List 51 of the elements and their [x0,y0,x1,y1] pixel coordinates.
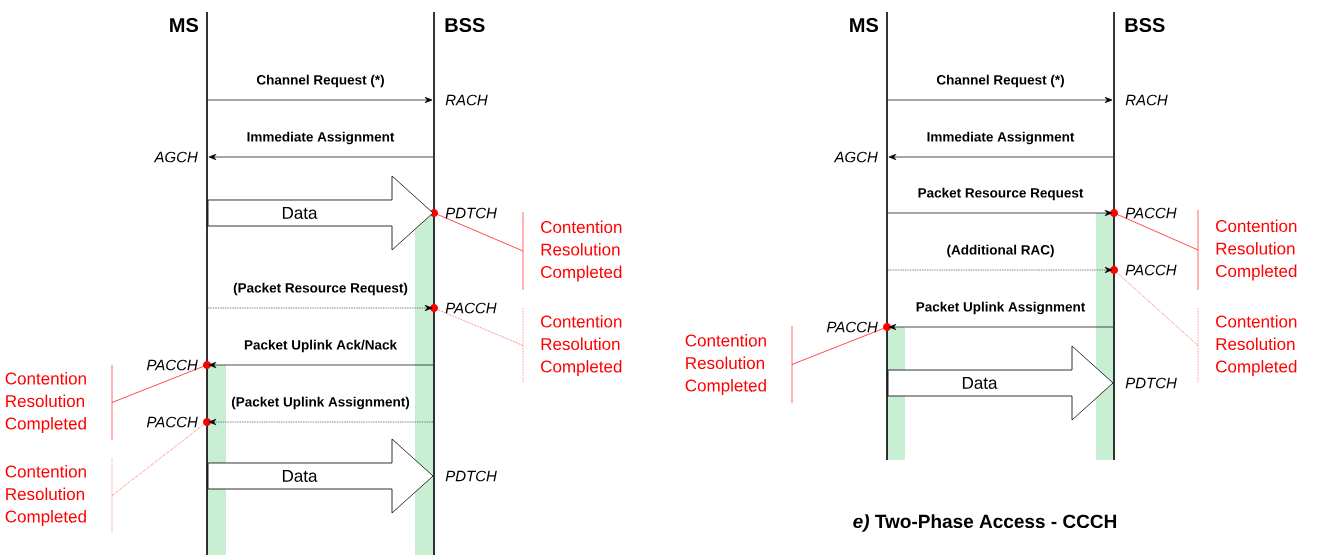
arrow-label: Data [282,470,318,482]
channel-label: PACCH [1125,264,1177,276]
message-label: Packet Resource Request [918,187,1084,201]
channel-label: PACCH [146,359,198,371]
message-arrow [887,266,1113,274]
data-block-arrow [887,345,1114,421]
channel-label: PDTCH [1125,377,1177,389]
node-label: MS [170,17,199,33]
annotation-note: Contention Resolution Completed [5,457,113,534]
leader-line [111,364,208,403]
message-label: Channel Request (*) [936,74,1064,88]
message-arrow [887,209,1113,217]
message-arrow [888,153,1114,161]
arrow-label: Data [962,377,998,389]
annotation-note: Contention Resolution Completed [522,211,622,291]
annotation-note: Contention Resolution Completed [685,325,793,404]
message-label: Immediate Assignment [247,131,395,145]
arrow-label: Data [282,207,318,219]
annotation-note: Contention Resolution Completed [1197,209,1297,291]
channel-label: PACCH [826,321,878,333]
node-label: MS [850,17,879,33]
message-label: Packet Uplink Ack/Nack [244,339,398,353]
channel-label: PACCH [1125,207,1177,219]
channel-label: PACCH [146,416,198,428]
message-arrow [888,323,1114,331]
leader-line [791,326,888,365]
message-arrow [208,153,434,161]
message-arrow [208,418,434,426]
data-block-arrow [207,438,434,514]
annotation-note: Contention Resolution Completed [1197,307,1297,384]
node-label: BSS [1125,17,1165,33]
message-label: (Additional RAC) [947,244,1054,258]
leader-line [1113,212,1199,251]
channel-label: PDTCH [445,207,497,219]
message-label: Immediate Assignment [927,131,1075,145]
annotation-note: Contention Resolution Completed [522,307,622,384]
caption: e) Two-Phase Access - CCCH [853,514,1117,532]
annotation-note: Contention Resolution Completed [5,364,113,441]
message-arrow [887,96,1113,104]
message-label: (Packet Uplink Assignment) [231,396,410,410]
leader-line [433,212,524,252]
message-label: Packet Uplink Assignment [916,301,1086,315]
node-label: BSS [445,17,485,33]
message-arrow [207,304,433,312]
channel-label: PACCH [445,302,497,314]
message-arrow [207,96,433,104]
message-label: (Packet Resource Request) [233,282,408,296]
data-block-arrow [207,175,434,251]
leader-line [1113,269,1199,346]
message-label: Channel Request (*) [256,74,384,88]
message-arrow [208,361,434,369]
